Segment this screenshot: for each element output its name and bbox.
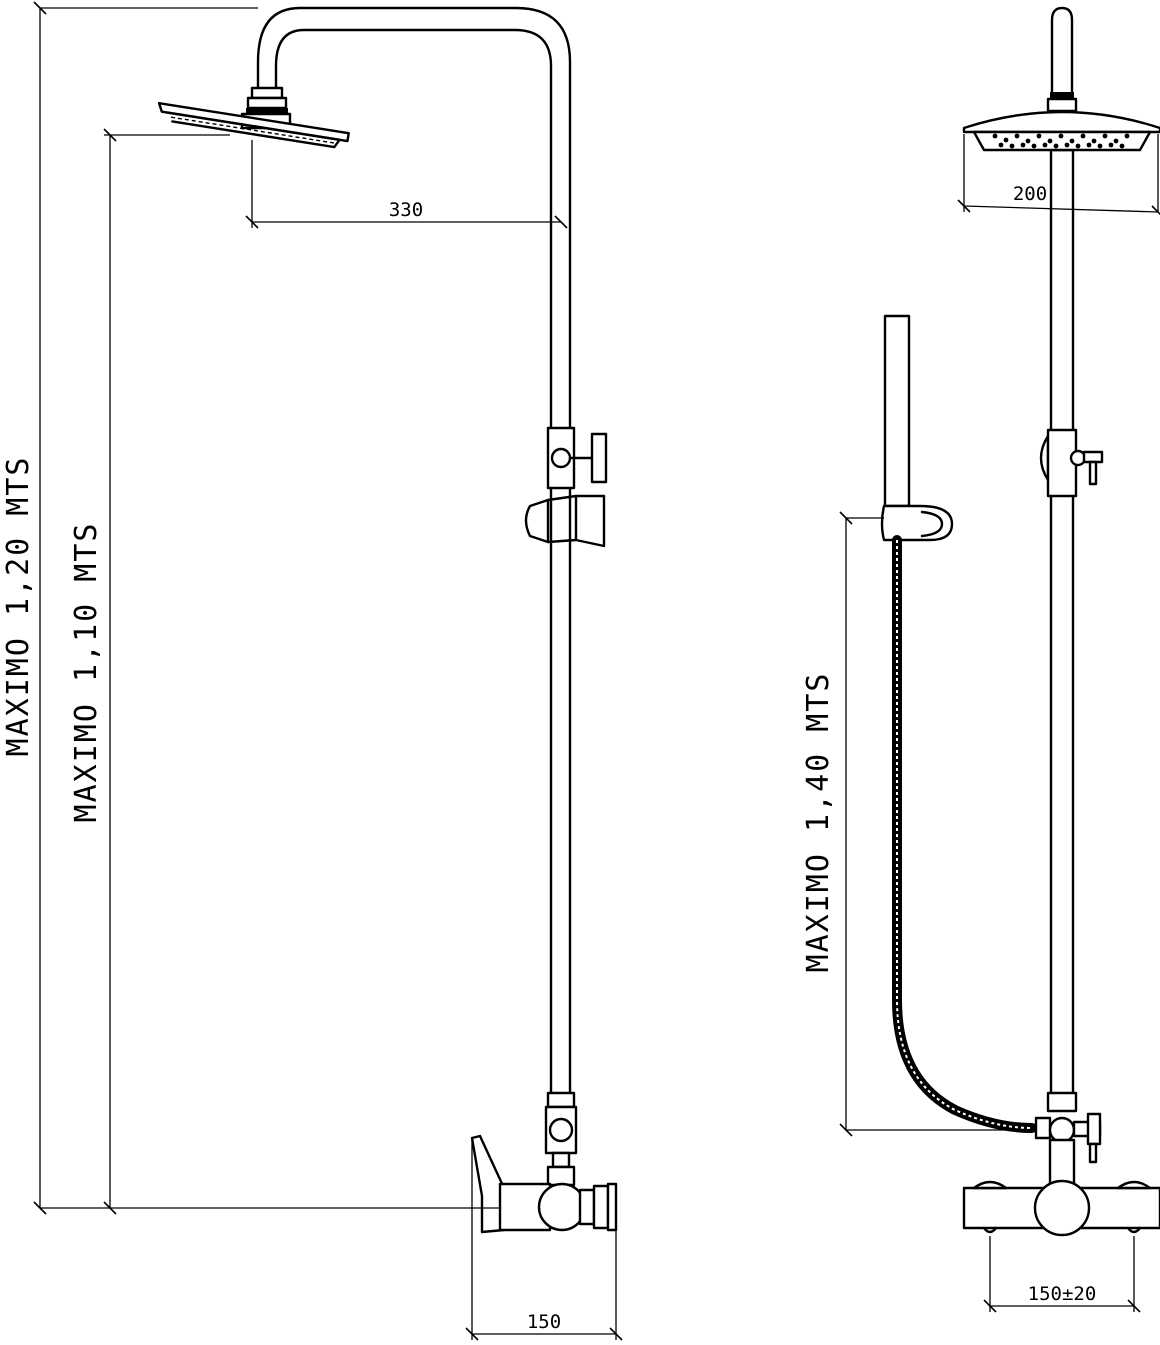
side-dim-head bbox=[103, 128, 230, 1215]
side-max-total-label: MAXIMO 1,20 MTS bbox=[1, 456, 36, 757]
side-dim-total bbox=[33, 1, 500, 1215]
front-shower-head bbox=[962, 110, 1160, 152]
front-column-top bbox=[1050, 6, 1074, 98]
front-dim-head bbox=[957, 134, 1160, 216]
side-arm-label: 330 bbox=[389, 199, 423, 221]
front-hose-ribs bbox=[896, 540, 1033, 1129]
front-hose bbox=[892, 535, 1037, 1133]
side-column-inner bbox=[274, 28, 553, 1097]
side-dim-arm bbox=[245, 140, 568, 229]
front-diverter bbox=[1034, 1091, 1102, 1192]
front-view: 200 150±20 MAXIMO 1,40 MTS bbox=[801, 6, 1160, 1313]
front-head-label: 200 bbox=[1013, 183, 1047, 205]
front-nozzles bbox=[992, 133, 1130, 149]
front-column-body bbox=[1049, 148, 1075, 1097]
side-slider bbox=[546, 426, 608, 490]
side-shower-head bbox=[157, 101, 350, 149]
front-slider bbox=[1039, 428, 1104, 498]
front-dim-centers bbox=[983, 1236, 1141, 1313]
front-centers-label: 150±20 bbox=[1028, 1283, 1097, 1305]
side-max-head-label: MAXIMO 1,10 MTS bbox=[69, 522, 104, 823]
side-dim-base bbox=[465, 1140, 623, 1341]
front-mixer bbox=[962, 1179, 1160, 1237]
side-diverter bbox=[544, 1091, 578, 1187]
side-mixer bbox=[470, 1134, 618, 1234]
side-base-label: 150 bbox=[527, 1311, 561, 1333]
front-hose-label: MAXIMO 1,40 MTS bbox=[801, 672, 836, 973]
front-hand-shower bbox=[880, 314, 954, 542]
front-head-connector bbox=[1046, 92, 1078, 113]
side-view: 330 150 MAXIMO 1,20 MTS MAXIMO 1,10 MTS bbox=[1, 1, 623, 1341]
side-bracket bbox=[524, 494, 606, 548]
front-dim-hose bbox=[839, 511, 1032, 1137]
side-column-outer bbox=[256, 6, 572, 1097]
